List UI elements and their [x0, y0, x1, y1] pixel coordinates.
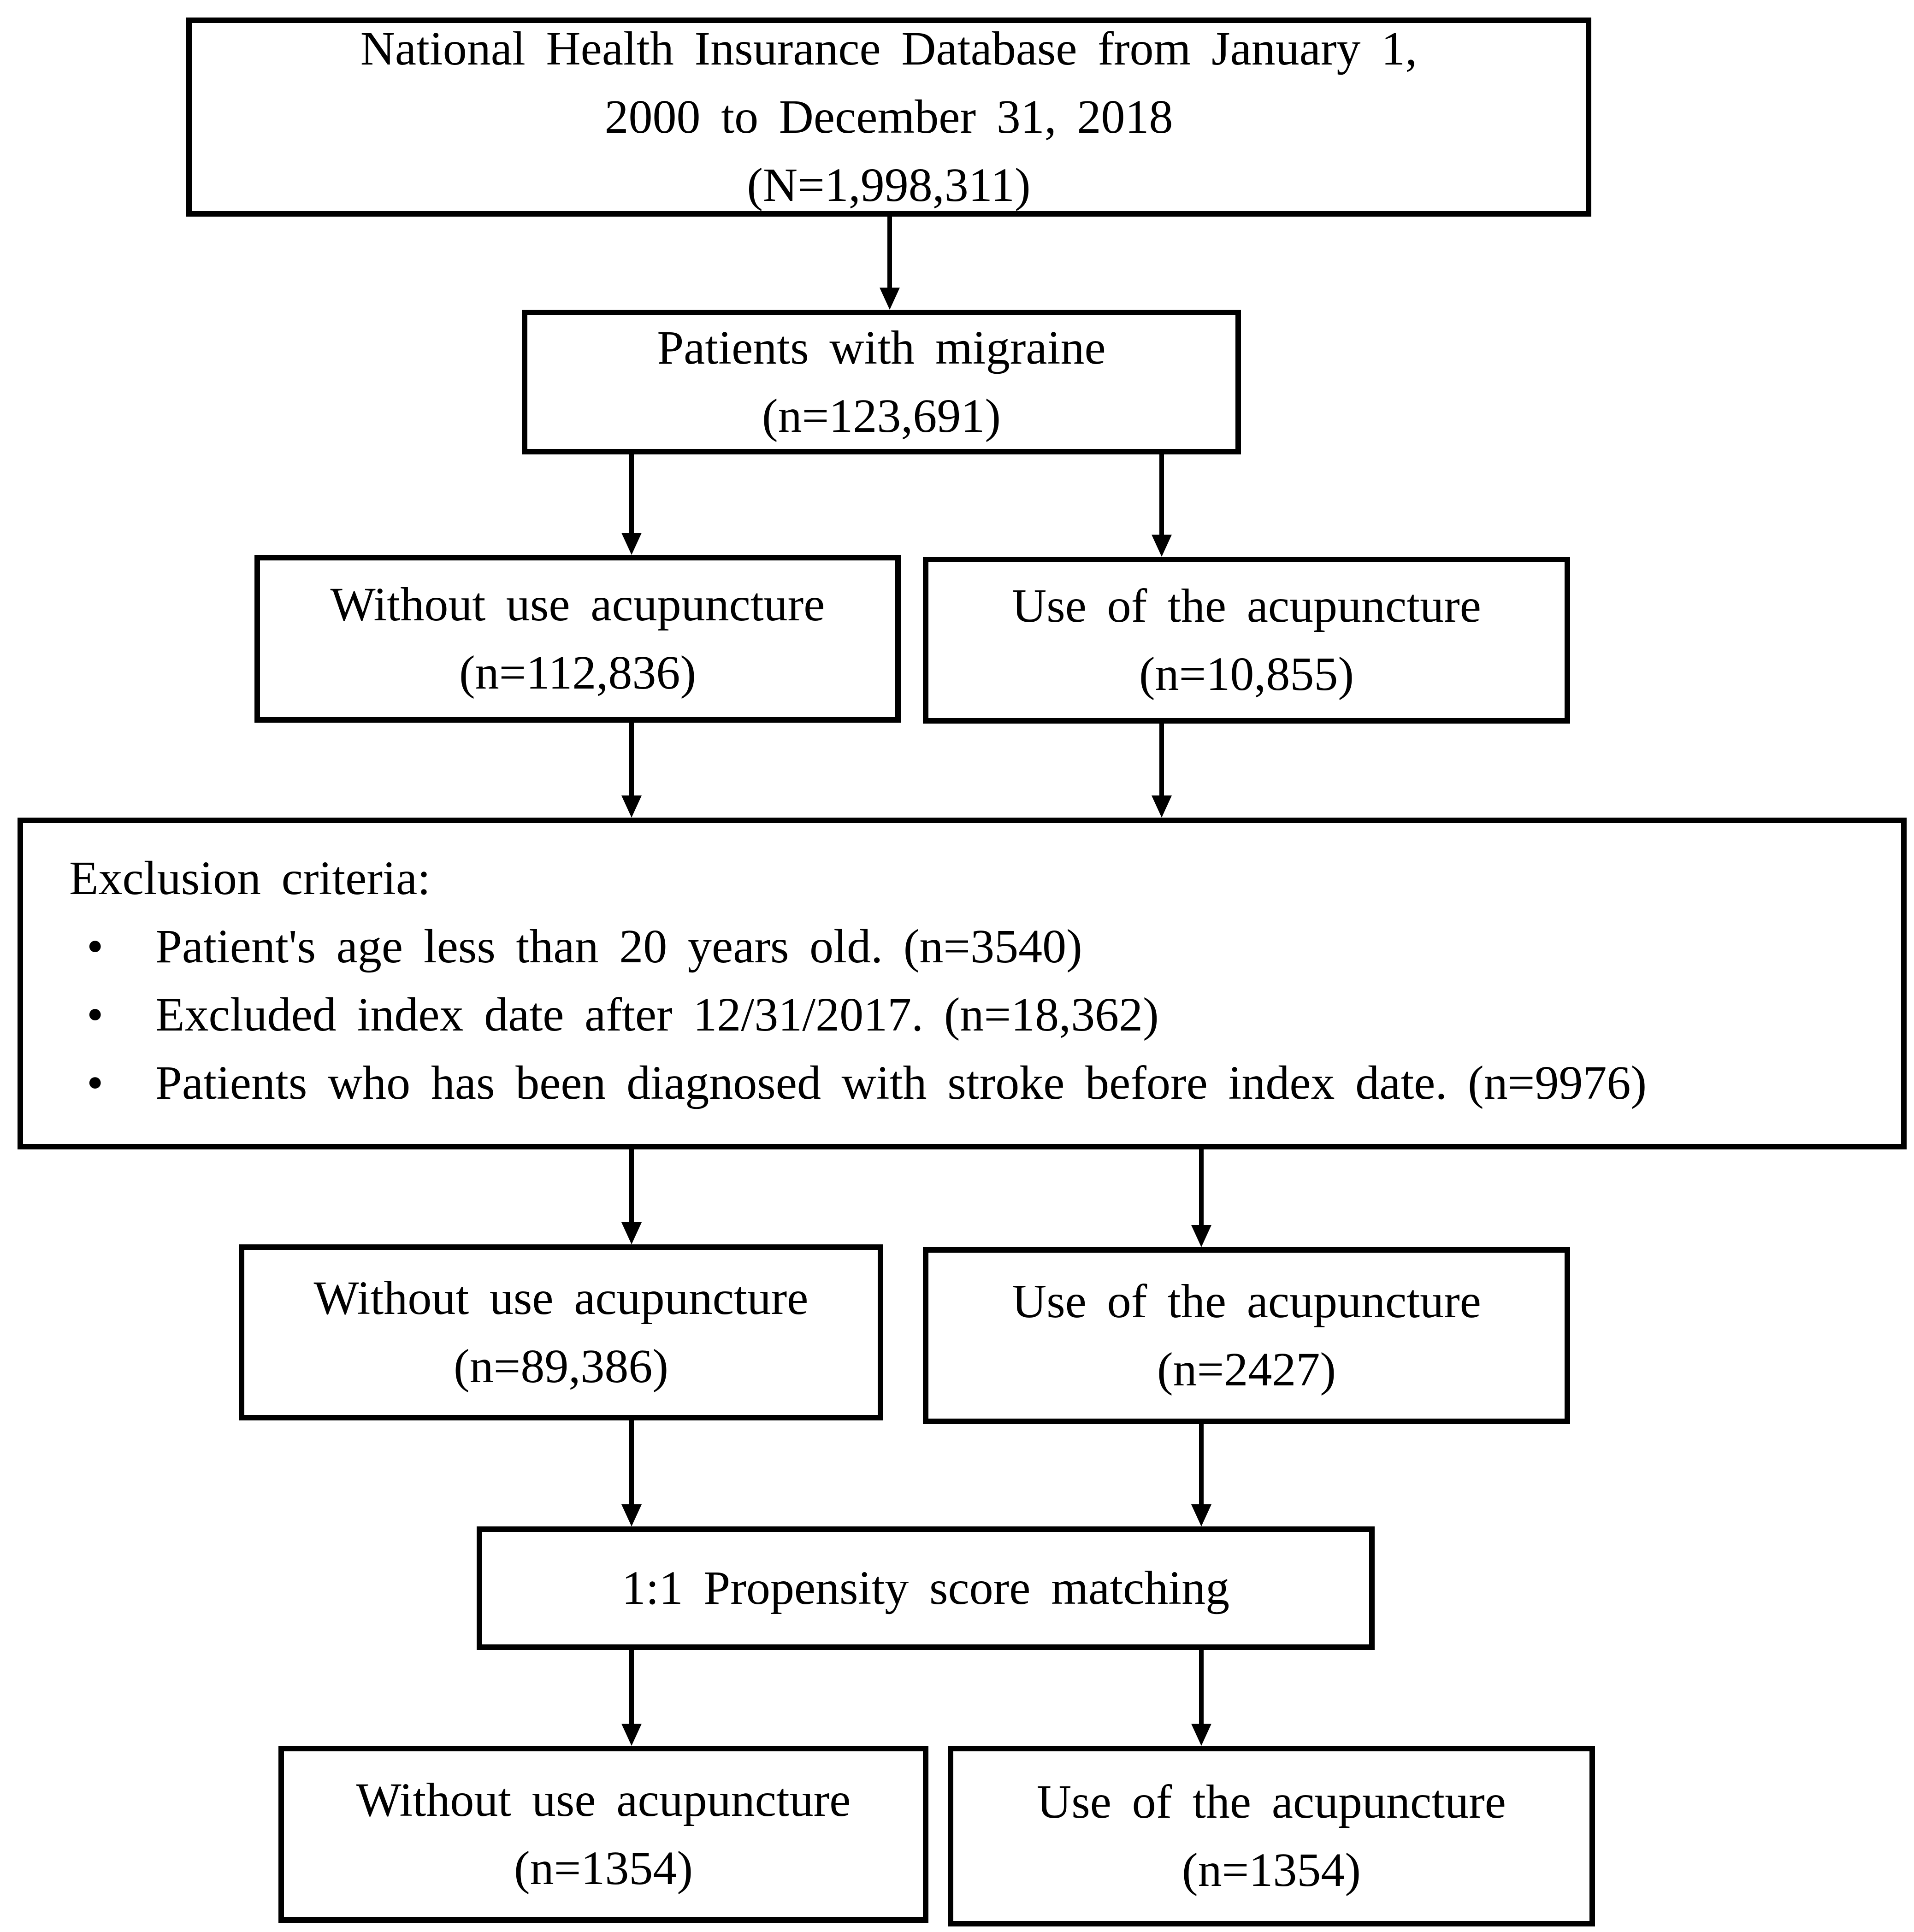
- node-without-acupuncture-after-count: (n=89,386): [454, 1340, 668, 1393]
- exclusion-bullet-text: Excluded index date after 12/31/2017. (n…: [155, 988, 1159, 1041]
- node-use-acupuncture-initial: Use of the acupuncture (n=10,855): [923, 557, 1570, 724]
- bullet-icon: [69, 913, 155, 981]
- node-without-acupuncture-after-line: Without use acupuncture: [313, 1272, 809, 1325]
- node-propensity-matching: 1:1 Propensity score matching: [477, 1526, 1375, 1650]
- arrow-use-initial-to-exclusion: [1152, 724, 1172, 818]
- node-use-acupuncture-initial-count: (n=10,855): [1139, 648, 1354, 701]
- exclusion-bullet-text: Patient's age less than 20 years old. (n…: [155, 920, 1082, 973]
- arrow-exclusion-to-without-after: [621, 1149, 642, 1244]
- exclusion-heading: Exclusion criteria:: [69, 852, 431, 905]
- node-without-acupuncture-matched-count: (n=1354): [514, 1842, 693, 1895]
- node-migraine: Patients with migraine (n=123,691): [522, 310, 1241, 454]
- node-use-acupuncture-matched: Use of the acupuncture (n=1354): [948, 1746, 1595, 1926]
- arrow-without-after-to-psm: [621, 1420, 642, 1526]
- exclusion-bullet-row: Patients who has been diagnosed with str…: [69, 1049, 1883, 1117]
- node-without-acupuncture-matched: Without use acupuncture (n=1354): [278, 1746, 928, 1923]
- node-use-acupuncture-after-exclusion: Use of the acupuncture (n=2427): [923, 1247, 1570, 1424]
- node-exclusion-criteria: Exclusion criteria: Patient's age less t…: [18, 818, 1907, 1149]
- node-without-acupuncture-initial-count: (n=112,836): [459, 646, 697, 699]
- node-database-line: 2000 to December 31, 2018: [604, 90, 1173, 143]
- exclusion-bullet-row: Patient's age less than 20 years old. (n…: [69, 913, 1883, 981]
- node-migraine-count: (n=123,691): [762, 389, 1001, 442]
- arrow-without-initial-to-exclusion: [621, 723, 642, 818]
- node-propensity-matching-line: 1:1 Propensity score matching: [621, 1561, 1230, 1614]
- arrow-migraine-to-without-initial: [621, 454, 642, 555]
- node-use-acupuncture-after-count: (n=2427): [1157, 1343, 1336, 1396]
- node-without-acupuncture-initial-line: Without use acupuncture: [330, 578, 825, 631]
- node-database-line: National Health Insurance Database from …: [360, 22, 1418, 75]
- arrow-use-after-to-psm: [1191, 1424, 1211, 1526]
- bullet-icon: [69, 981, 155, 1049]
- node-use-acupuncture-initial-line: Use of the acupuncture: [1012, 579, 1481, 632]
- node-without-acupuncture-after-exclusion: Without use acupuncture (n=89,386): [239, 1244, 883, 1420]
- arrow-psm-to-without-matched: [621, 1650, 642, 1746]
- node-without-acupuncture-initial: Without use acupuncture (n=112,836): [254, 555, 901, 723]
- node-use-acupuncture-after-line: Use of the acupuncture: [1012, 1275, 1481, 1328]
- node-migraine-line: Patients with migraine: [657, 321, 1106, 374]
- node-use-acupuncture-matched-line: Use of the acupuncture: [1037, 1775, 1506, 1828]
- arrow-database-to-migraine: [880, 217, 900, 310]
- arrow-migraine-to-use-initial: [1152, 454, 1172, 557]
- exclusion-bullet-row: Excluded index date after 12/31/2017. (n…: [69, 981, 1883, 1049]
- arrow-exclusion-to-use-after: [1191, 1149, 1211, 1247]
- node-database-line: (N=1,998,311): [747, 159, 1031, 212]
- arrow-psm-to-use-matched: [1191, 1650, 1211, 1746]
- node-use-acupuncture-matched-count: (n=1354): [1182, 1844, 1361, 1897]
- bullet-icon: [69, 1049, 155, 1117]
- exclusion-bullet-text: Patients who has been diagnosed with str…: [155, 1056, 1647, 1109]
- node-database: National Health Insurance Database from …: [186, 18, 1591, 217]
- node-without-acupuncture-matched-line: Without use acupuncture: [356, 1773, 851, 1826]
